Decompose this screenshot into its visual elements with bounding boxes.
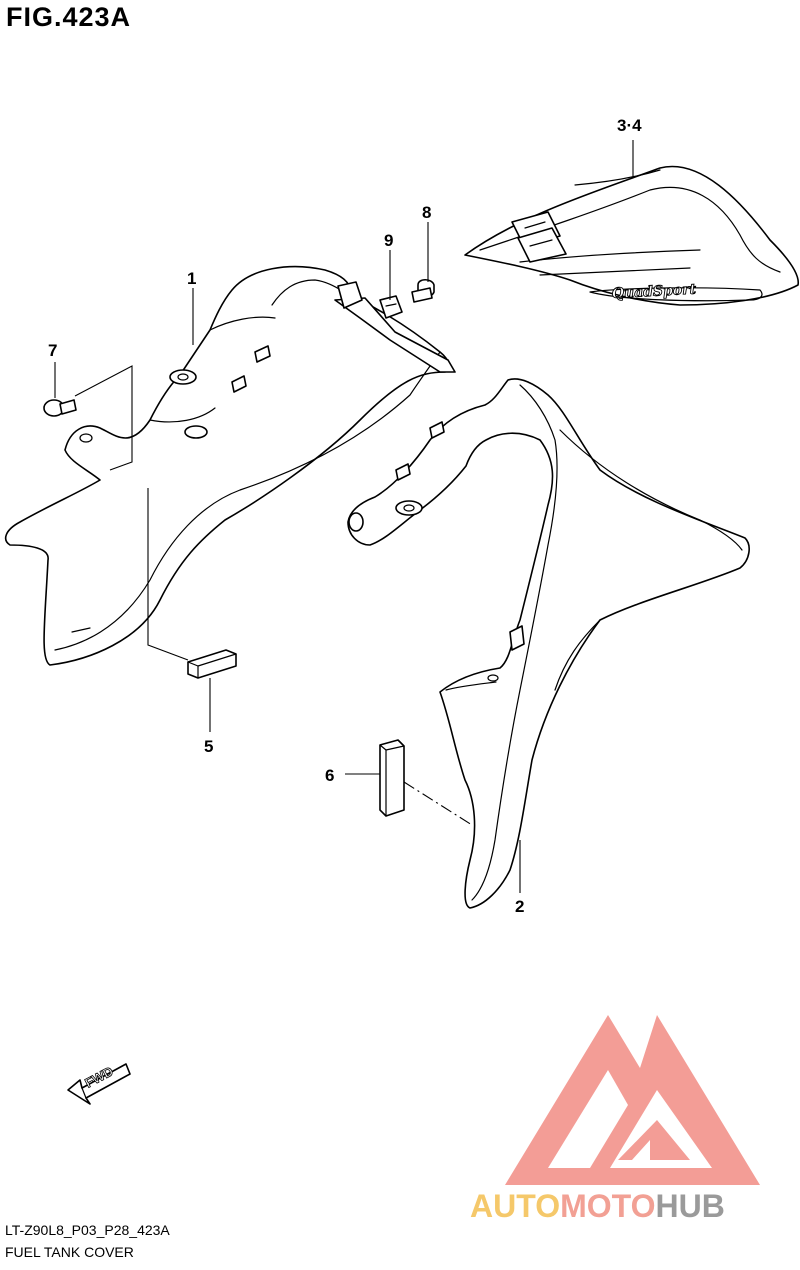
watermark-moto: MOTO — [560, 1188, 656, 1224]
watermark-hub: HUB — [655, 1188, 725, 1224]
part-rivet-7 — [43, 399, 77, 417]
leader-lines — [54, 140, 634, 893]
part-left-cover — [4, 265, 456, 666]
callout-3-4: 3·4 — [617, 116, 642, 135]
suzuki-s-decal-icon — [511, 211, 567, 263]
callout-5: 5 — [204, 737, 213, 756]
part-upper-cover — [464, 165, 799, 306]
watermark-auto: AUTO — [470, 1188, 561, 1224]
callout-6: 6 — [325, 766, 334, 785]
callout-7: 7 — [48, 341, 57, 360]
figure-caption: FUEL TANK COVER — [5, 1244, 134, 1260]
callout-9: 9 — [384, 231, 393, 250]
part-clip-9 — [379, 295, 403, 319]
figure-title: FIG.423A — [6, 2, 132, 32]
callout-2: 2 — [515, 897, 524, 916]
fwd-arrow-icon: FWD — [67, 1063, 131, 1105]
decal-quadsport-text: QuadSport — [611, 282, 697, 302]
callout-8: 8 — [422, 203, 431, 222]
part-pad-5 — [187, 649, 237, 679]
callout-1: 1 — [187, 269, 196, 288]
automotohub-logo-icon — [505, 1015, 760, 1185]
part-pad-6 — [379, 739, 405, 817]
part-right-cover — [347, 378, 750, 909]
part-screw-8 — [411, 278, 435, 303]
watermark-brand: AUTOMOTOHUB — [470, 1188, 725, 1225]
figure-code: LT-Z90L8_P03_P28_423A — [5, 1222, 170, 1238]
